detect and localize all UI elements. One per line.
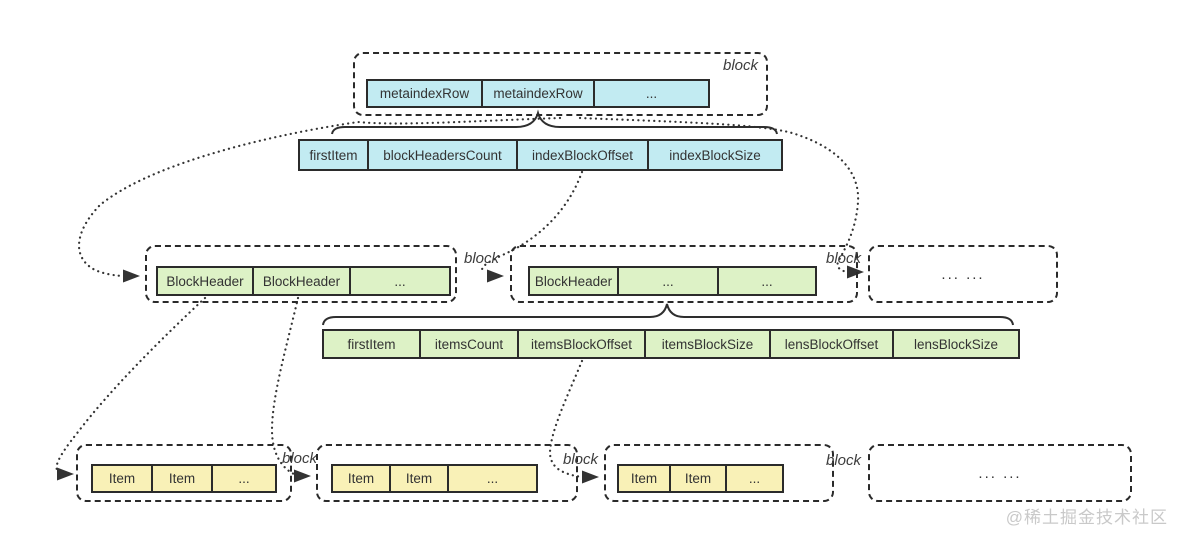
- item-cell: Item: [390, 464, 448, 493]
- firstitem-cell: firstItem: [322, 329, 420, 359]
- brace-metaindexrow-fields: [331, 109, 778, 135]
- arrowhead-into-itemblock1: [57, 467, 74, 481]
- item-ellipsis-cell: ...: [212, 464, 277, 493]
- blockheader-ellipsis-cell: ...: [350, 266, 451, 296]
- itemsblocksize-cell: itemsBlockSize: [645, 329, 770, 359]
- item-block-more-box: [868, 444, 1132, 502]
- brace-blockheader-fields: [322, 303, 1014, 326]
- item-block-2-row: Item Item ...: [331, 464, 538, 493]
- blockheader-ellipsis-cell: ...: [618, 266, 718, 296]
- metaindexrow-cell: metaindexRow: [482, 79, 594, 108]
- item-block-more-dots: ... ...: [978, 464, 1022, 482]
- blockheader-fields-row: firstItem itemsCount itemsBlockOffset it…: [322, 329, 1020, 359]
- blockheader-cell: BlockHeader: [528, 266, 618, 296]
- itemscount-cell: itemsCount: [420, 329, 518, 359]
- header-block-1-box: [145, 245, 457, 303]
- lensblockoffset-cell: lensBlockOffset: [770, 329, 893, 359]
- item-block-3-label: block: [826, 452, 862, 469]
- metaindexrow-cell: metaindexRow: [366, 79, 482, 108]
- item-block-2-label: block: [563, 451, 599, 468]
- arrowhead-into-itemblock3: [582, 470, 599, 484]
- item-cell: Item: [670, 464, 726, 493]
- header-block-more-box: [868, 245, 1058, 303]
- metaindexrow-row: metaindexRow metaindexRow ...: [366, 79, 710, 108]
- top-block-label: block: [723, 57, 759, 74]
- arrowhead-into-headerblock1: [123, 269, 140, 283]
- item-block-1-label: block: [282, 450, 318, 467]
- lensblocksize-cell: lensBlockSize: [893, 329, 1020, 359]
- header-block-1-label: block: [464, 250, 500, 267]
- item-cell: Item: [617, 464, 670, 493]
- item-ellipsis-cell: ...: [726, 464, 784, 493]
- item-block-3-row: Item Item ...: [617, 464, 784, 493]
- header-block-2-label: block: [826, 250, 862, 267]
- header-block-2-box: [510, 245, 858, 303]
- indexblocksize-cell: indexBlockSize: [648, 139, 783, 171]
- blockheaderscount-cell: blockHeadersCount: [368, 139, 517, 171]
- metaindexrow-ellipsis-cell: ...: [594, 79, 710, 108]
- indexblockoffset-cell: indexBlockOffset: [517, 139, 648, 171]
- blockheader-cell: BlockHeader: [253, 266, 350, 296]
- header-block-more-dots: ... ...: [941, 265, 985, 283]
- itemsblockoffset-cell: itemsBlockOffset: [518, 329, 645, 359]
- item-block-1-row: Item Item ...: [91, 464, 277, 493]
- item-block-3-box: [604, 444, 834, 502]
- metaindex-fields-row: firstItem blockHeadersCount indexBlockOf…: [298, 139, 783, 171]
- item-cell: Item: [331, 464, 390, 493]
- blockheader-ellipsis-cell: ...: [718, 266, 817, 296]
- watermark: @稀土掘金技术社区: [1005, 508, 1168, 527]
- header-block-1-row: BlockHeader BlockHeader ...: [156, 266, 451, 296]
- item-block-2-box: [316, 444, 578, 502]
- arrowhead-into-headerblock2: [487, 269, 504, 283]
- item-block-1-box: [76, 444, 292, 502]
- item-cell: Item: [152, 464, 212, 493]
- firstitem-cell: firstItem: [298, 139, 368, 171]
- item-ellipsis-cell: ...: [448, 464, 538, 493]
- arrowhead-into-itemblock2: [294, 469, 311, 483]
- item-cell: Item: [91, 464, 152, 493]
- header-block-2-row: BlockHeader ... ...: [528, 266, 817, 296]
- top-block-box: [353, 52, 768, 116]
- blockheader-cell: BlockHeader: [156, 266, 253, 296]
